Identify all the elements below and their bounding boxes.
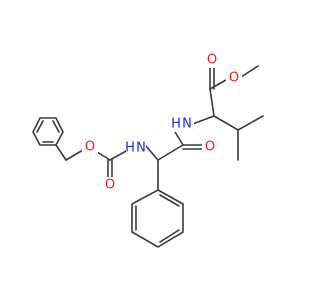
- molecule-structure: O O H N O H N O O: [32, 52, 264, 248]
- bond-n-amide-carbon: [174, 131, 184, 146]
- benzyl-ring-double-1: [52, 120, 60, 133]
- bond-carbamate-carbon-o: [96, 151, 111, 161]
- atom-h-amide: H: [171, 117, 181, 132]
- atom-o-carbamate-ether: O: [85, 140, 95, 155]
- bond-o-ester-carbon: [209, 79, 227, 90]
- benzyl-ring-outline: [32, 117, 64, 146]
- phenyl-ring-double-2: [159, 229, 180, 243]
- atom-n-carbamate: N: [136, 141, 146, 156]
- bond-methyl-o: [240, 65, 259, 78]
- atom-n-amide: N: [182, 117, 192, 132]
- atom-o-ester-carbonyl: O: [207, 53, 217, 68]
- bond-o-benzyl-ch2: [65, 149, 84, 161]
- benzyl-ring-double-2: [36, 120, 44, 133]
- phenyl-ring-double-1: [159, 194, 180, 207]
- bond-alpha-beta: [213, 115, 239, 131]
- bond-ester-carbon-alpha: [209, 88, 215, 117]
- bond-ch2-benzyl-ring: [55, 144, 67, 161]
- atom-o-amide-carbonyl: O: [205, 140, 215, 155]
- atom-o-ester-methoxy: O: [229, 71, 239, 86]
- atom-h-carbamate: H: [125, 141, 135, 156]
- bond-amide-carbon-phenylglycine-alpha: [157, 144, 184, 161]
- atom-label-layer: O O H N O H N O O: [82, 52, 242, 193]
- atom-o-carbamate-carbonyl: O: [105, 178, 115, 193]
- bond-n-carbamate-carbon: [109, 149, 129, 161]
- phenyl-ring-outline: [131, 189, 184, 248]
- bond-layer: [32, 61, 264, 248]
- bond-alpha-n-carbamate: [144, 144, 159, 161]
- bond-beta-methyl-1: [237, 115, 264, 131]
